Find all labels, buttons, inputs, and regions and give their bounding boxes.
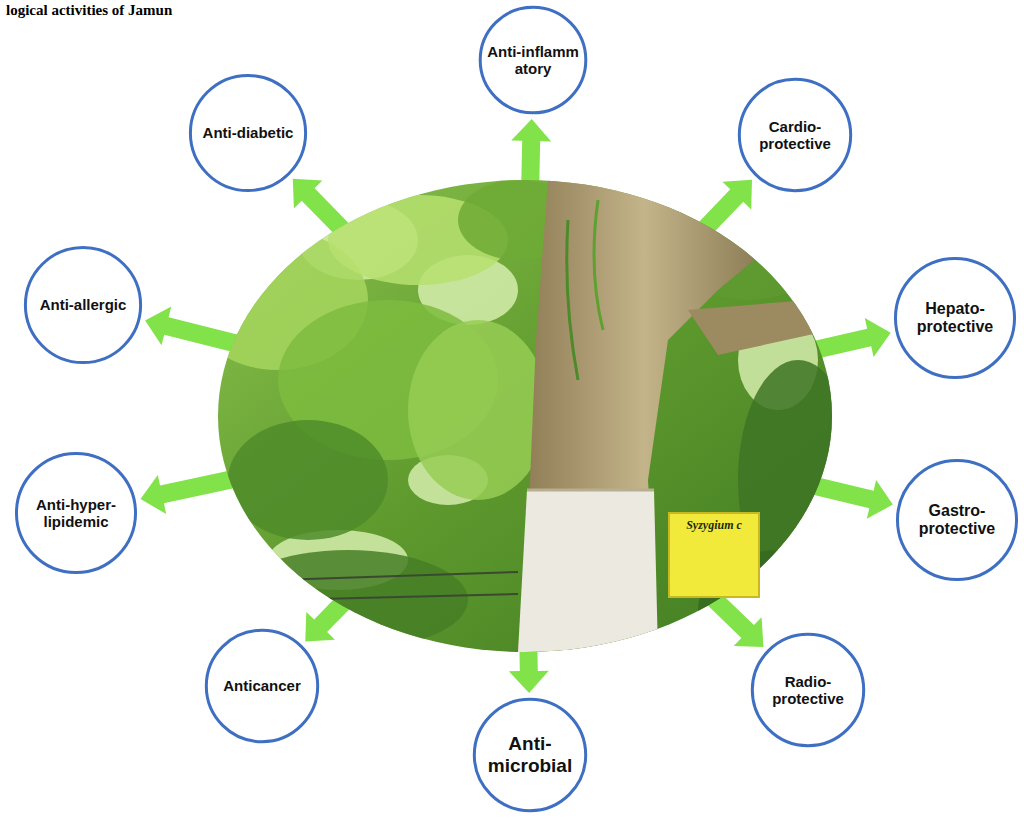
circle-text-group: Gastro- protective bbox=[909, 502, 1005, 539]
green-arrow bbox=[141, 470, 238, 514]
green-arrow bbox=[812, 318, 891, 359]
activity-circle: Anti-allergic bbox=[23, 245, 143, 365]
name-sign: Syzygium c bbox=[668, 512, 760, 598]
green-arrow bbox=[509, 646, 549, 693]
circle-text-group: Radio- protective bbox=[762, 673, 854, 708]
circle-text-group: Cardio- protective bbox=[749, 118, 841, 153]
activity-label: Anti-allergic bbox=[27, 296, 139, 313]
activity-label: Cardio- protective bbox=[749, 118, 841, 153]
circle-text-group: Anti-inflamm atory bbox=[481, 43, 585, 78]
activity-circle: Gastro- protective bbox=[895, 458, 1019, 582]
sign-text: Syzygium c bbox=[686, 518, 742, 533]
circle-text-group: Anti-allergic bbox=[27, 296, 139, 313]
activity-circle: Anticancer bbox=[204, 628, 320, 744]
green-arrow bbox=[511, 119, 551, 186]
activity-label: Anticancer bbox=[210, 677, 314, 694]
circle-text-group: Anti-hyper- lipidemic bbox=[24, 496, 128, 531]
circle-text-group: Hepato- protective bbox=[907, 300, 1003, 337]
green-arrow bbox=[810, 476, 893, 518]
activity-circle: Hepato- protective bbox=[893, 256, 1017, 380]
activity-label: Anti-inflamm atory bbox=[481, 43, 585, 78]
activity-circle: Cardio- protective bbox=[737, 77, 853, 193]
activity-label: Hepato- protective bbox=[907, 300, 1003, 337]
activity-label: Anti- microbial bbox=[478, 733, 582, 777]
activity-circle: Anti-diabetic bbox=[188, 73, 308, 193]
activity-label: Radio- protective bbox=[762, 673, 854, 708]
green-arrow bbox=[145, 307, 241, 353]
activity-circle: Radio- protective bbox=[750, 632, 866, 748]
circle-text-group: Anticancer bbox=[210, 677, 314, 694]
activity-circle: Anti-inflamm atory bbox=[478, 5, 588, 115]
circle-text-group: Anti- microbial bbox=[478, 733, 582, 777]
activity-label: Anti-diabetic bbox=[192, 124, 304, 141]
activity-label: Gastro- protective bbox=[909, 502, 1005, 539]
activity-label: Anti-hyper- lipidemic bbox=[24, 496, 128, 531]
activity-circle: Anti-hyper- lipidemic bbox=[14, 451, 138, 575]
diagram-title: logical activities of Jamun bbox=[6, 2, 172, 19]
photo-circle: Syzygium c bbox=[218, 180, 832, 652]
circle-text-group: Anti-diabetic bbox=[192, 124, 304, 141]
activity-circle: Anti- microbial bbox=[472, 697, 588, 813]
